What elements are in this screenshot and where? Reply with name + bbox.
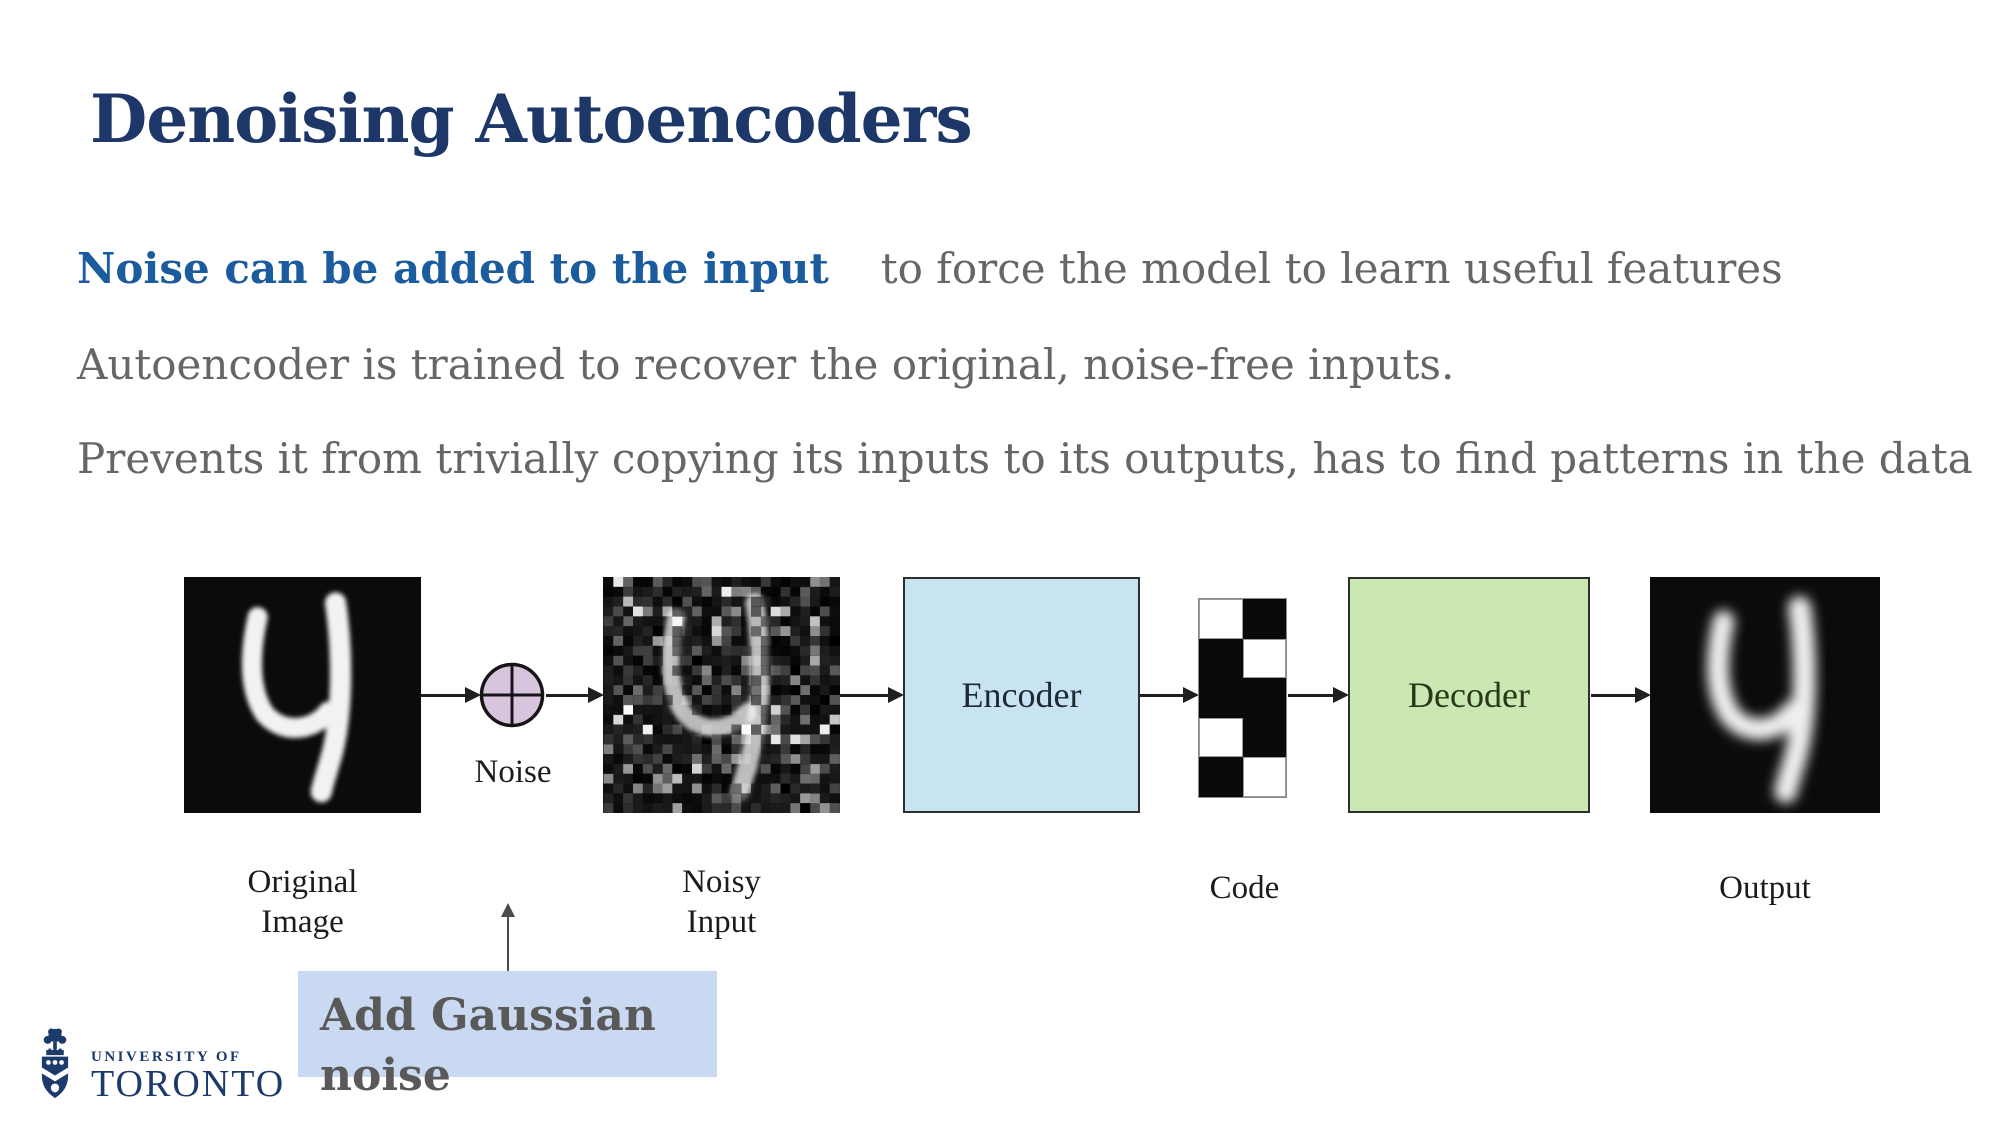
code-cell	[1199, 678, 1243, 718]
code-cell	[1242, 757, 1286, 797]
original-image-thumbnail	[184, 577, 421, 813]
digit-4-image	[184, 577, 421, 813]
decoder-box: Decoder	[1348, 577, 1590, 813]
encoder-label: Encoder	[961, 675, 1082, 715]
uoft-logo-text: UNIVERSITY OF TORONTO	[91, 1026, 286, 1105]
code-cell	[1199, 757, 1243, 797]
gaussian-noise-callout-text: Add Gaussian noise	[320, 990, 656, 1101]
bullet-line-1-highlight: Noise can be added to the input	[77, 244, 829, 293]
code-label: Code	[1209, 870, 1280, 906]
arrow-code-to-decoder	[1288, 687, 1349, 703]
decoder-label: Decoder	[1408, 675, 1530, 715]
reconstructed-digit-4-image	[1650, 580, 1880, 810]
code-cell	[1242, 599, 1286, 639]
output-label: Output	[1719, 870, 1811, 906]
noisy-input-thumbnail	[603, 577, 840, 813]
code-cell	[1199, 599, 1243, 639]
plus-circle-icon	[479, 662, 545, 728]
code-cell	[1242, 717, 1286, 758]
bullet-line-2: Autoencoder is trained to recover the or…	[77, 340, 1455, 389]
gaussian-noise-callout-box	[298, 971, 717, 1077]
page-title: Denoising Autoencoders	[90, 80, 973, 158]
code-cell	[1199, 638, 1243, 679]
bullet-line-1: Noise can be added to the input to force …	[77, 244, 1783, 293]
code-checkerboard	[1198, 598, 1287, 798]
bullet-line-3: Prevents it from trivially copying its i…	[77, 434, 1973, 483]
noise-plus-node	[479, 662, 545, 728]
arrow-original-to-noise	[421, 687, 481, 703]
arrow-noisy-to-encoder	[840, 687, 904, 703]
arrow-encoder-to-code	[1140, 687, 1199, 703]
code-cell	[1199, 717, 1243, 758]
code-cell	[1242, 638, 1286, 679]
uoft-logo-line2: TORONTO	[91, 1063, 286, 1105]
original-image-label: Original Image	[247, 864, 358, 940]
noisy-digit-4-image	[603, 577, 840, 813]
arrow-noise-to-noisy	[546, 687, 604, 703]
noisy-input-label: Noisy Input	[682, 864, 761, 940]
code-cell	[1242, 678, 1286, 718]
uoft-logo: UNIVERSITY OF TORONTO	[33, 1026, 285, 1112]
arrow-callout-to-noise	[500, 903, 516, 971]
bullet-line-1-rest: to force the model to learn useful featu…	[880, 244, 1783, 293]
uoft-crest-icon	[41, 1028, 69, 1099]
arrow-decoder-to-output	[1591, 687, 1651, 703]
encoder-box: Encoder	[903, 577, 1140, 813]
noise-label: Noise	[474, 754, 552, 790]
uoft-logo-line1: UNIVERSITY OF	[91, 1049, 242, 1065]
output-image-thumbnail	[1650, 577, 1880, 813]
